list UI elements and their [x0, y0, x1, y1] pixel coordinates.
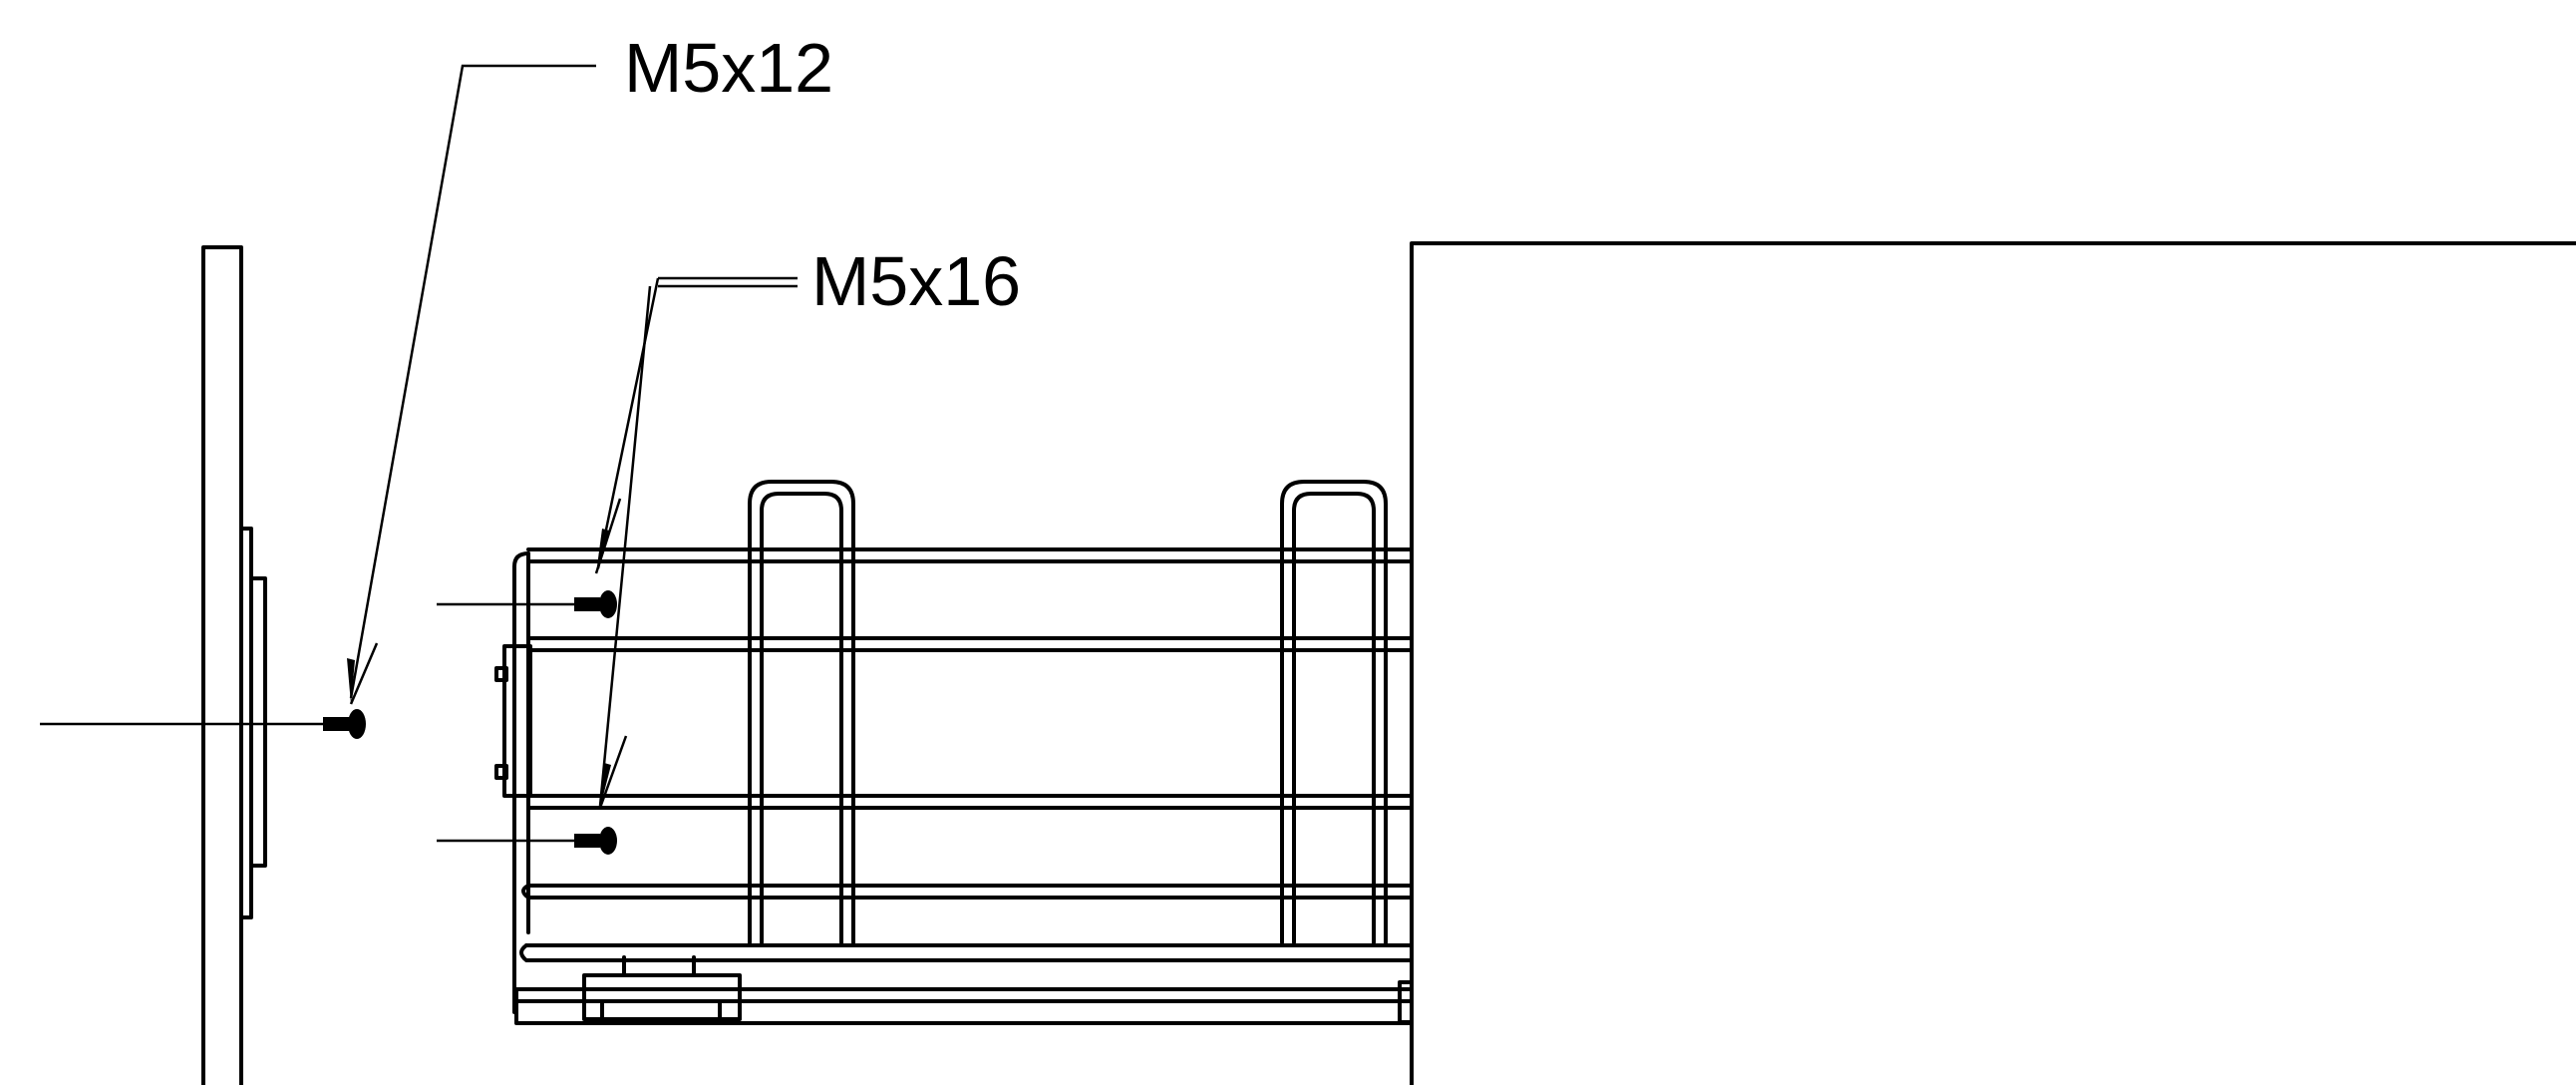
- mounting-bracket: [239, 527, 267, 919]
- basket-wire-loop-left: [748, 480, 855, 944]
- basket-rails: [521, 547, 1414, 900]
- leader-m5x16: [594, 276, 798, 809]
- basket-wire-loop-right: [1280, 480, 1388, 944]
- label-m5x12: M5x12: [624, 29, 833, 107]
- screw-m5x16-lower: [437, 827, 617, 855]
- label-m5x16: M5x16: [811, 242, 1021, 320]
- basket-runner: [514, 943, 1414, 1025]
- leader-m5x12: [347, 64, 596, 705]
- screw-m5x16-upper: [437, 590, 617, 618]
- screw-m5x12: [323, 709, 366, 739]
- basket-front-frame: [494, 551, 532, 1014]
- cabinet-side-panel: [201, 245, 243, 1085]
- cabinet-body: [1410, 241, 2576, 1085]
